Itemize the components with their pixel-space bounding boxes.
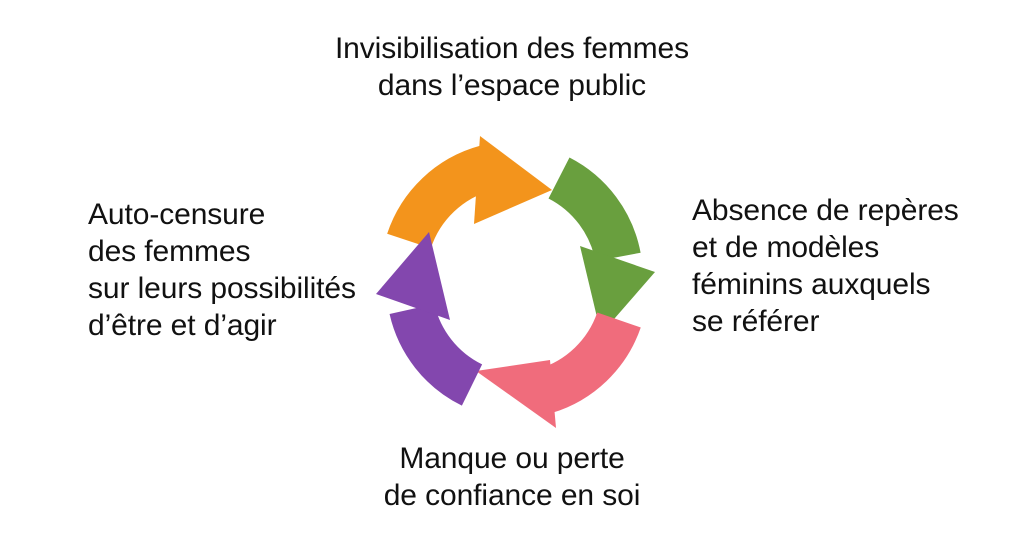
cycle-arrow-pink bbox=[476, 311, 641, 428]
cycle-arrow-orange bbox=[387, 136, 552, 249]
purple-arrow-body bbox=[389, 303, 483, 406]
purple-arrow-head bbox=[376, 232, 450, 320]
cycle-label-left: Auto-censure des femmes sur leurs possib… bbox=[88, 198, 356, 342]
orange-arrow-body bbox=[387, 145, 493, 249]
pink-arrow-head bbox=[476, 360, 556, 428]
cycle-arrow-purple bbox=[376, 232, 483, 406]
green-arrow-body bbox=[547, 157, 641, 263]
cycle-diagram-svg bbox=[376, 136, 655, 428]
cycle-arrows-graphic bbox=[362, 128, 667, 433]
cycle-label-right: Absence de repères et de modèles féminin… bbox=[692, 194, 959, 338]
pink-arrow-body bbox=[537, 311, 641, 414]
cycle-label-bottom: Manque ou perte de confiance en soi bbox=[383, 442, 641, 512]
cycle-label-top: Invisibilisation des femmes dans l’espac… bbox=[334, 32, 690, 102]
green-arrow-head bbox=[580, 246, 655, 334]
orange-arrow-head bbox=[474, 136, 552, 224]
cycle-arrow-green bbox=[547, 157, 655, 334]
